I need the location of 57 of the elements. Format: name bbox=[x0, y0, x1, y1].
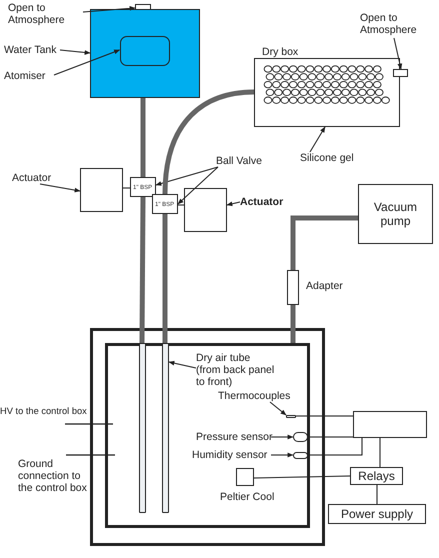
actuator-box bbox=[80, 168, 123, 212]
vacuum-pump-box: Vacuum pump bbox=[358, 184, 433, 244]
callout-text: Silicone gel bbox=[300, 152, 360, 164]
leader-arrow bbox=[270, 402, 286, 416]
wire-line bbox=[376, 484, 378, 504]
leader-arrow bbox=[178, 166, 218, 204]
pipe bbox=[140, 196, 146, 344]
callout-text: Pressure sensor bbox=[196, 431, 271, 443]
pipe bbox=[290, 216, 358, 270]
tube bbox=[162, 343, 169, 513]
callout-text: Open to Atmosphere bbox=[360, 12, 432, 38]
callout-text: Humidity sensor bbox=[192, 449, 271, 461]
leader-arrow bbox=[82, 6, 136, 12]
wire-line bbox=[254, 476, 350, 478]
wire-line bbox=[308, 436, 354, 438]
wire-label: Ground connection to the control box bbox=[18, 458, 88, 494]
callout-text: Actuator bbox=[12, 172, 58, 184]
tube bbox=[139, 343, 146, 513]
pipe bbox=[290, 305, 296, 343]
leader-arrow bbox=[54, 50, 120, 76]
callout-text: Thermocouples bbox=[218, 390, 288, 402]
thermocouple-probe bbox=[286, 415, 296, 418]
callout-text: Actuator bbox=[240, 196, 292, 208]
wire-line bbox=[308, 438, 362, 456]
box-heading: Dry box bbox=[262, 46, 298, 58]
relays-box: Relays bbox=[350, 467, 403, 485]
leader-arrow bbox=[310, 126, 326, 152]
part-label: Adapter bbox=[306, 280, 343, 292]
callout-text: Atomiser bbox=[4, 70, 54, 82]
chamber-outer-wall bbox=[90, 328, 325, 546]
leader-arrow bbox=[60, 50, 91, 55]
callout-text: Dry air tube (from back panel to front) bbox=[196, 352, 276, 390]
chamber-inner-wall bbox=[105, 343, 310, 528]
part-label: Peltier Cool bbox=[220, 491, 274, 503]
leader-arrow bbox=[226, 201, 240, 206]
leader-arrow bbox=[270, 452, 294, 458]
pipe bbox=[162, 214, 168, 343]
wire-line bbox=[178, 204, 184, 206]
actuator-box bbox=[184, 188, 227, 232]
wire-label: HV to the control box bbox=[0, 405, 88, 417]
leader-arrow bbox=[270, 434, 294, 440]
pipe bbox=[162, 90, 254, 194]
pressure-sensor-box bbox=[293, 432, 308, 442]
power-supply-box: Power supply bbox=[328, 504, 426, 524]
controller-box bbox=[353, 411, 427, 438]
water-tank bbox=[90, 9, 200, 98]
vent-fitting bbox=[393, 69, 408, 77]
callout-text: Water Tank bbox=[4, 44, 60, 56]
callout-text: Open to Atmosphere bbox=[8, 2, 83, 28]
atomiser-box bbox=[120, 36, 170, 66]
humidity-sensor-box bbox=[293, 452, 308, 459]
leader-arrow bbox=[155, 166, 218, 186]
callout-text: Ball Valve bbox=[216, 155, 272, 167]
leader-arrow bbox=[40, 184, 81, 192]
leader-arrow bbox=[168, 360, 196, 368]
pipe bbox=[140, 98, 146, 177]
leader-arrow bbox=[394, 38, 402, 70]
